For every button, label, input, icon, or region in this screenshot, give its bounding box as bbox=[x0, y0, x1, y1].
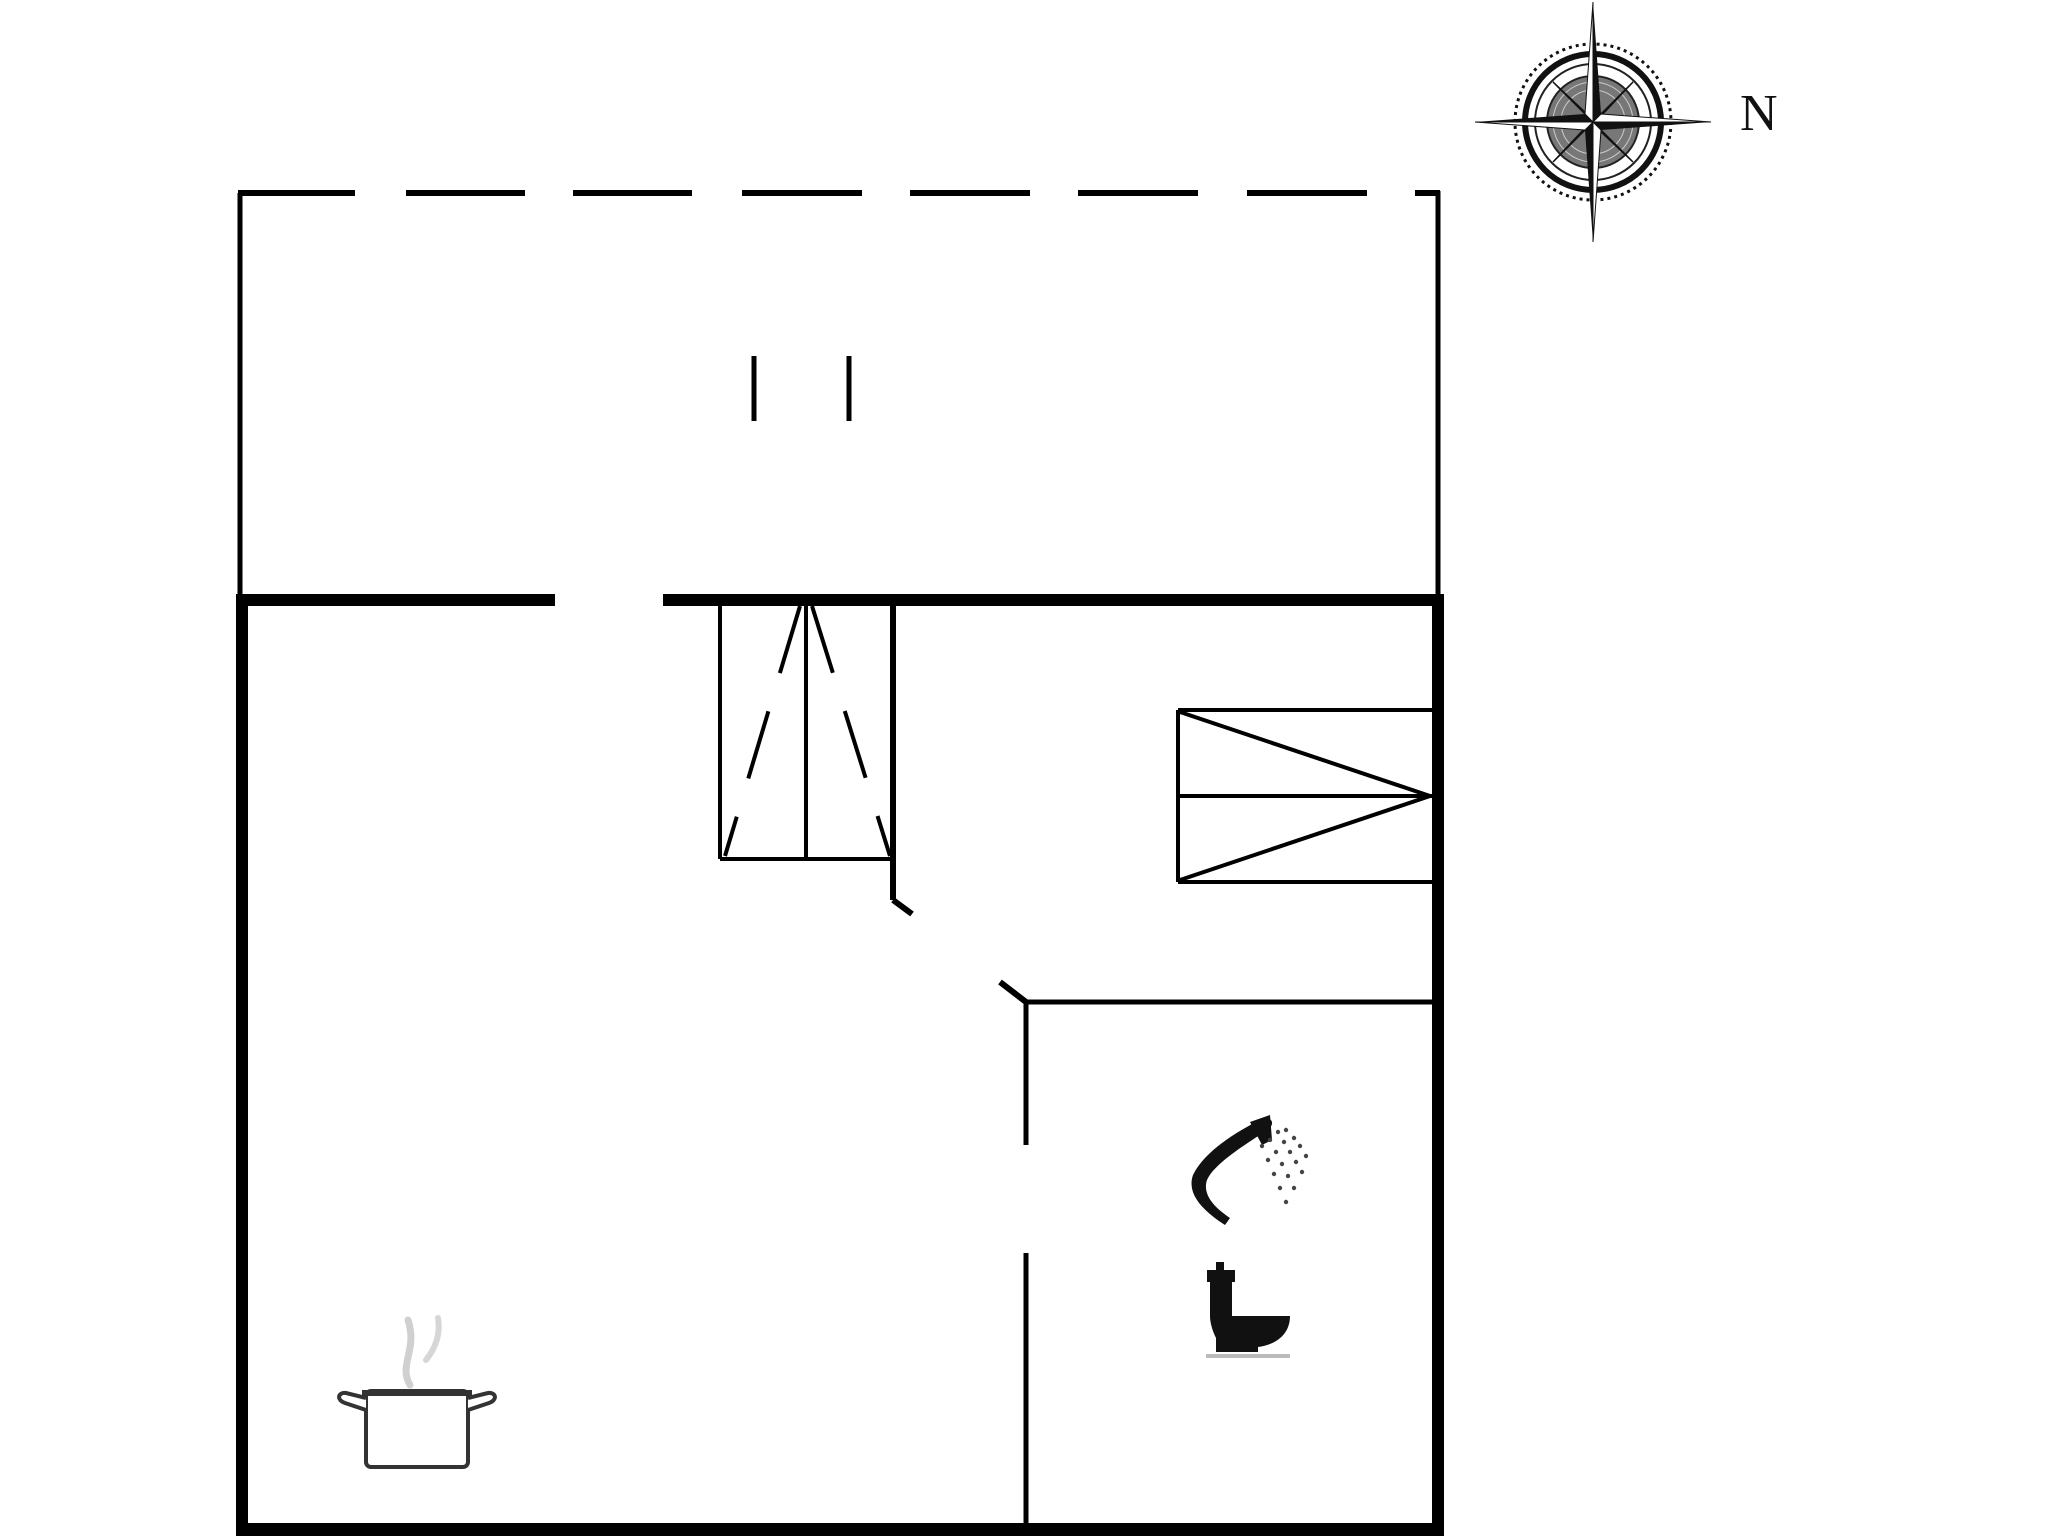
terrace-outline bbox=[237, 190, 1441, 600]
terrace-marks bbox=[751, 356, 852, 421]
staircase bbox=[718, 604, 914, 917]
toilet-icon bbox=[1206, 1262, 1290, 1358]
cooking-pot-icon bbox=[337, 1315, 497, 1469]
north-label: N bbox=[1740, 85, 1778, 142]
wardrobe bbox=[1176, 708, 1432, 884]
shower-icon bbox=[1191, 1115, 1309, 1225]
interior-walls bbox=[998, 979, 1434, 1525]
exterior-walls bbox=[236, 594, 1444, 1536]
compass-rose-icon bbox=[1474, 1, 1712, 243]
